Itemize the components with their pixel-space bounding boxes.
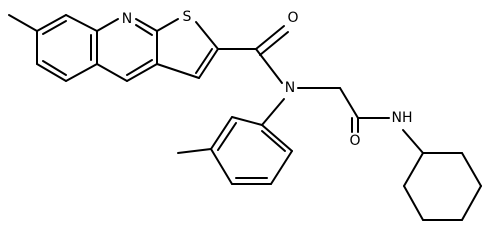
- bond-carbonyl-o-2: [259, 31, 289, 56]
- atom-nh-cyclohexyl-label: NH: [392, 110, 413, 126]
- atom-s-thiophene: S: [180, 9, 194, 25]
- bond-lines: [8, 14, 482, 221]
- atom-n-amide: N: [283, 80, 297, 96]
- bond-nh-cyclohexyl: [402, 129, 424, 154]
- bond-cyclohexyl-3: [461, 185, 482, 221]
- bond-thiophene-1: [156, 18, 179, 32]
- atom-n-amide-label: N: [285, 80, 295, 96]
- bond-cyclohexyl-5: [403, 185, 424, 221]
- atom-o-amide-label: O: [287, 10, 298, 26]
- bond-tolyl-5: [270, 150, 293, 185]
- bond-benzo-4: [65, 63, 98, 82]
- bond-carbonyl-o-1: [255, 25, 285, 50]
- bond-ch2-carbonyl: [339, 87, 359, 119]
- bond-benzo-5: [36, 63, 67, 82]
- bond-tolyl-6-inner: [261, 130, 286, 152]
- bond-tolyl-2: [210, 116, 233, 150]
- atom-s-thiophene-label: S: [183, 9, 192, 25]
- atom-nh-cyclohexyl: NH: [390, 110, 414, 126]
- bond-pyridine-2-inner: [135, 24, 153, 36]
- bond-benzo-1-inner: [42, 20, 67, 35]
- bond-benzo-1: [36, 14, 67, 32]
- bond-cyclohexyl-2: [461, 152, 482, 187]
- bond-n-tolyl: [261, 98, 285, 126]
- bond-tolyl-6: [261, 124, 293, 152]
- atom-o-glycine: O: [348, 133, 362, 149]
- bond-benzo-5-inner: [42, 60, 67, 76]
- bond-thiophene-3: [198, 48, 219, 79]
- bond-methyl-quinoline: [8, 14, 38, 32]
- bond-cyclohexyl-6: [403, 152, 424, 187]
- bond-thiophene-4: [156, 63, 200, 79]
- atom-n-quinoline-label: N: [122, 11, 132, 27]
- bond-pyridine-1: [96, 18, 119, 32]
- atom-labels: N S O N O NH: [120, 9, 414, 149]
- bond-methyl-tolyl: [177, 148, 212, 154]
- bond-tolyl-2-inner: [217, 122, 237, 151]
- atom-n-quinoline: N: [120, 11, 134, 27]
- atom-o-amide: O: [286, 10, 300, 26]
- bond-pyridine-2: [135, 18, 158, 32]
- bond-pyridine-4-inner: [126, 59, 153, 76]
- atom-o-glycine-label: O: [349, 133, 360, 149]
- bond-pyridine-5: [96, 63, 128, 82]
- bond-tolyl-1: [231, 116, 263, 126]
- bond-carbonyl-n: [255, 48, 283, 84]
- bond-thiophene-3-inner: [195, 48, 213, 74]
- bond-thiophene-2: [195, 21, 219, 50]
- chemical-structure-diagram: N S O N O NH: [8, 9, 482, 221]
- bond-pyridine-4: [126, 63, 158, 82]
- bond-tolyl-3: [210, 148, 233, 185]
- bond-benzo-2: [65, 14, 98, 32]
